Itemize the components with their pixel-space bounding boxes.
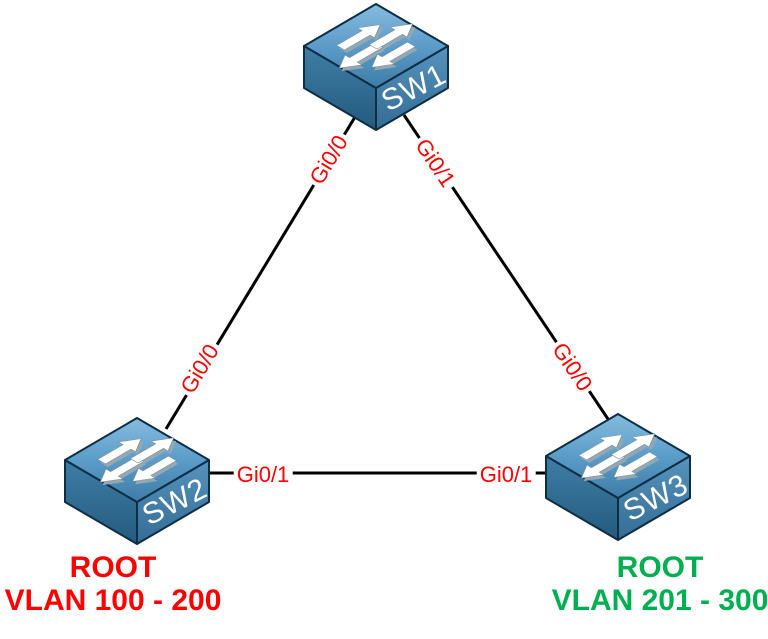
root-note-sw3: ROOT VLAN 201 - 300 (552, 551, 768, 617)
switch-sw2: SW2 (65, 418, 213, 544)
switch-sw3: SW3 (546, 414, 694, 540)
interface-label-sw3-gi0-1: Gi0/1 (476, 463, 536, 487)
root-note-sw3-vlans: VLAN 201 - 300 (551, 584, 768, 617)
interface-label-sw2-gi0-1: Gi0/1 (233, 463, 293, 487)
root-note-sw3-title: ROOT (616, 551, 704, 584)
root-note-sw2-vlans: VLAN 100 - 200 (4, 584, 222, 617)
switch-sw1: SW1 (304, 4, 452, 130)
root-note-sw2-title: ROOT (69, 551, 157, 584)
root-note-sw2: ROOT VLAN 100 - 200 (5, 551, 222, 617)
